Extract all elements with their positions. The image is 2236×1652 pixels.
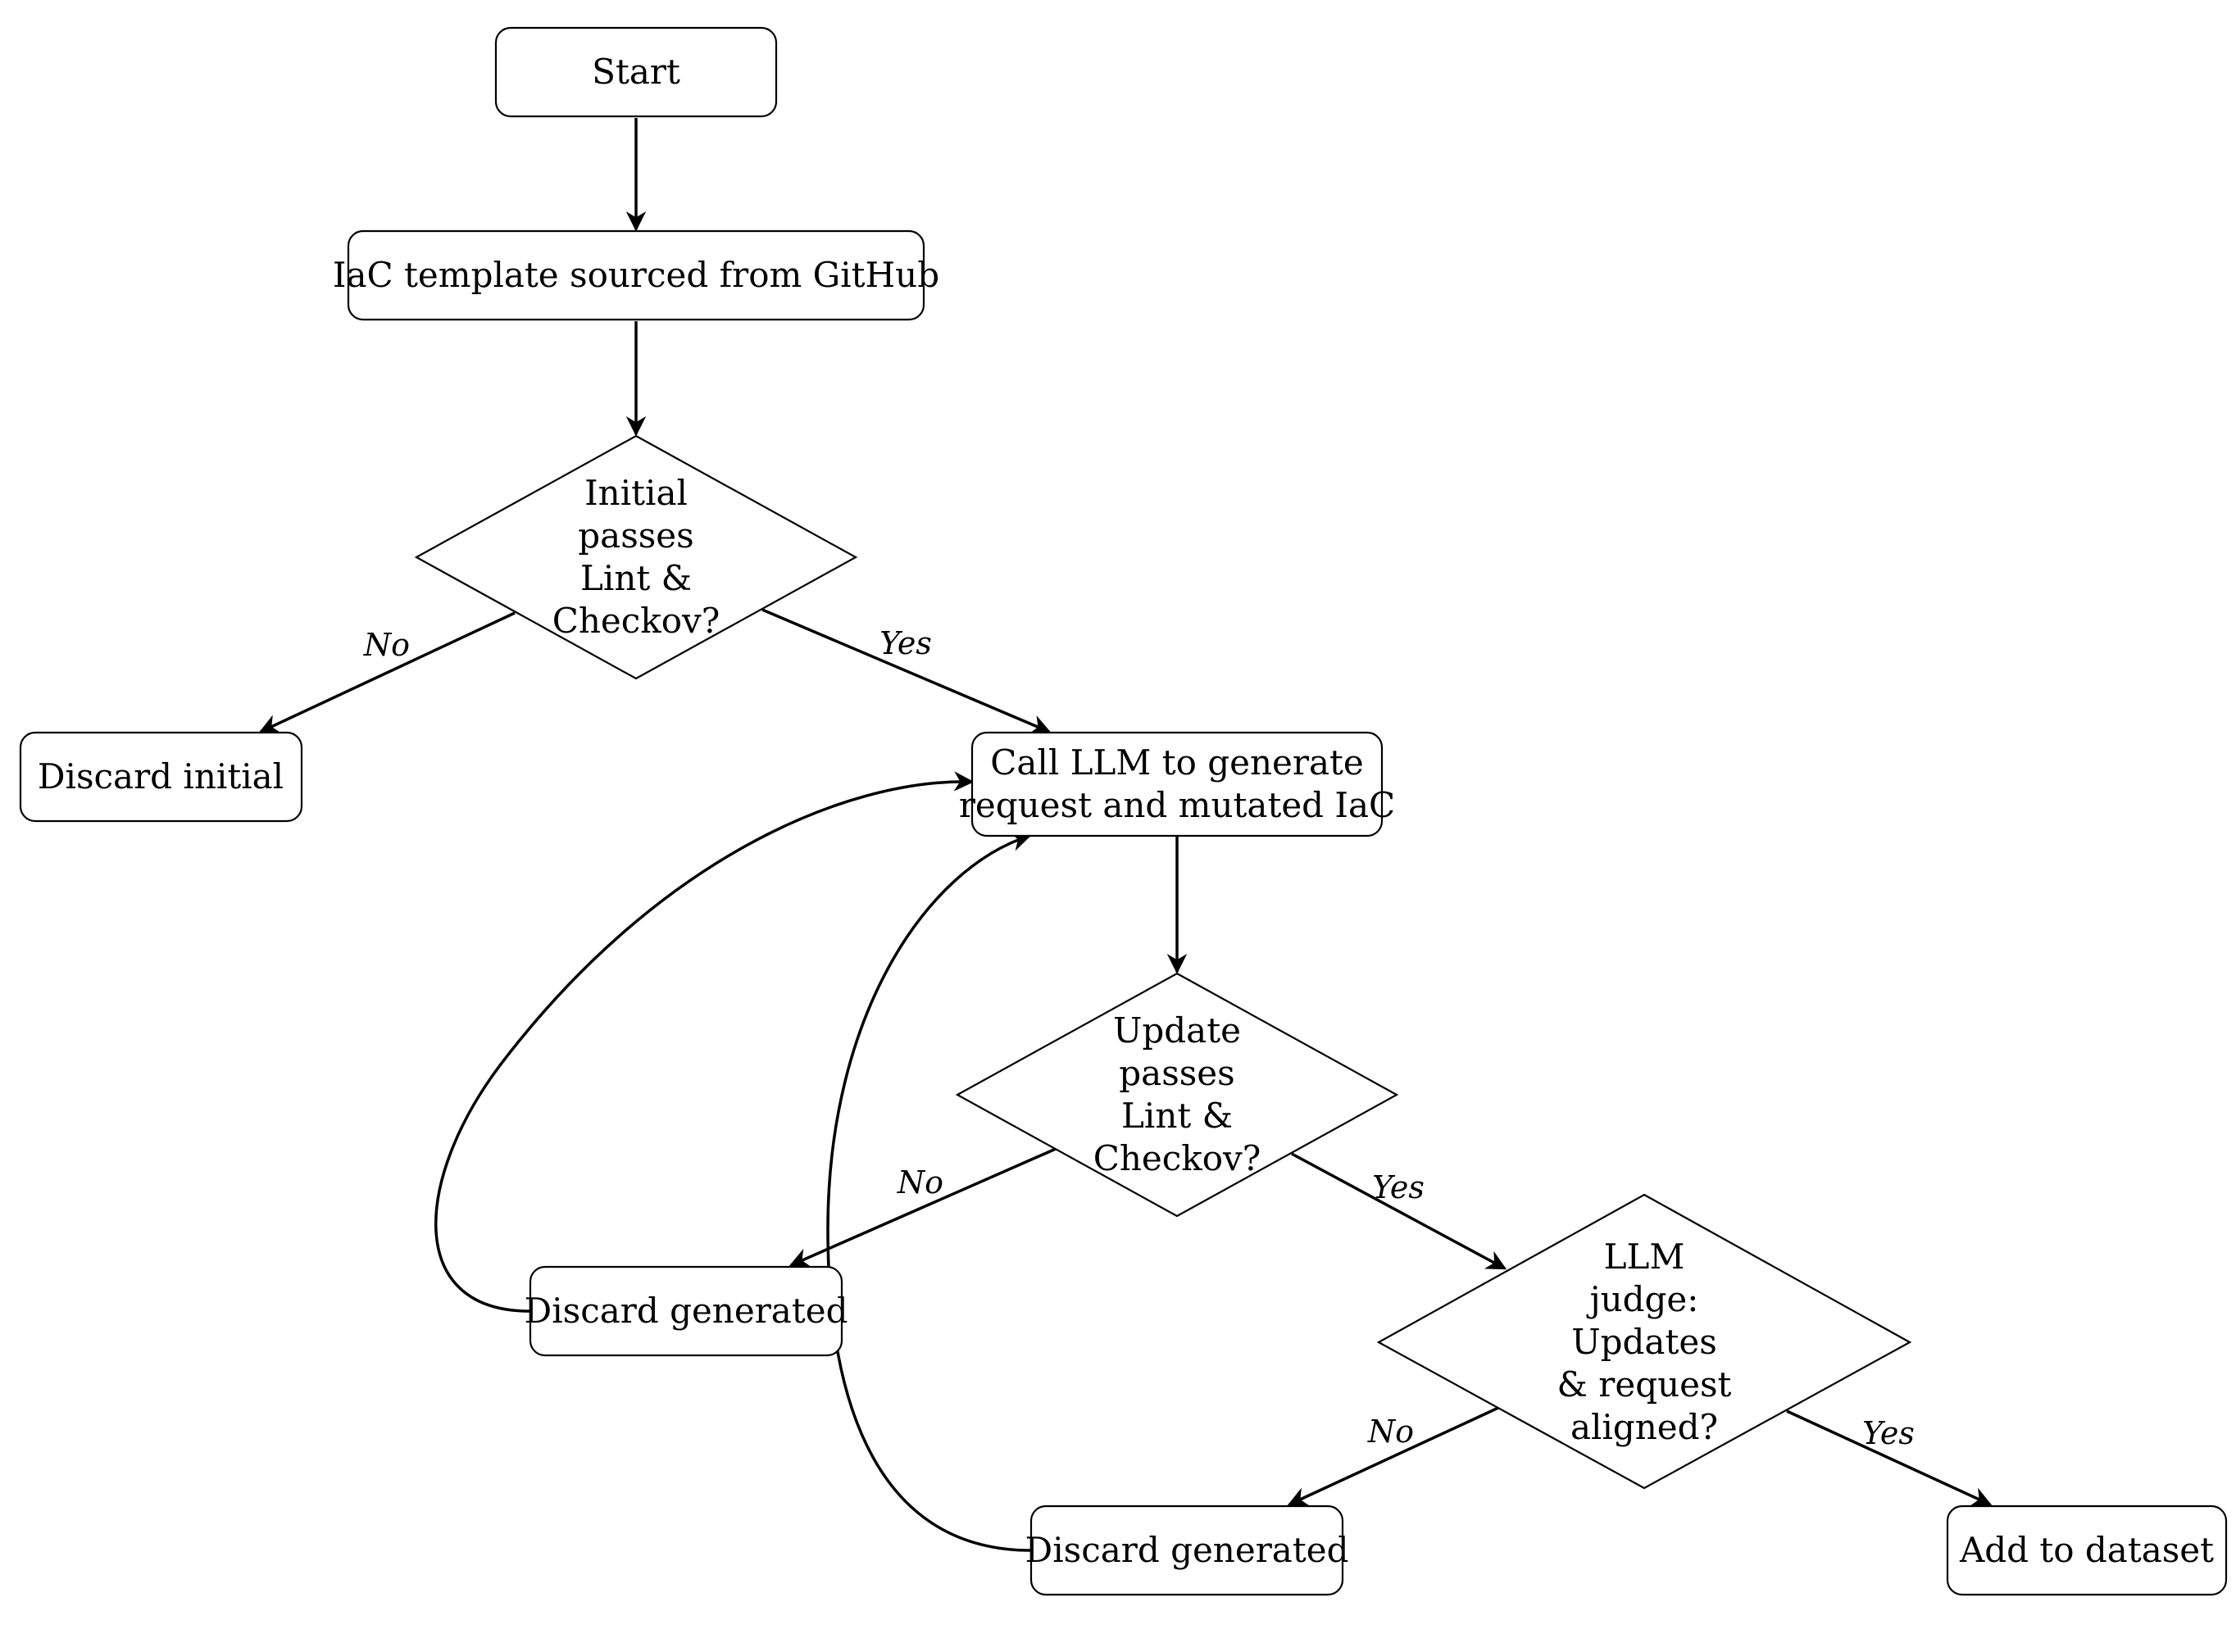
node-text-line: Discard generated <box>525 1291 848 1331</box>
node-text-line: Lint & <box>580 558 692 598</box>
node-text-line: Discard generated <box>1025 1530 1349 1570</box>
node-text-line: passes <box>1119 1053 1234 1093</box>
node-text-line: judge: <box>1586 1279 1699 1319</box>
node-text-line: LLM <box>1604 1237 1685 1277</box>
node-text-line: Add to dataset <box>1959 1530 2214 1570</box>
node-add-dataset: Add to dataset <box>1946 1504 2228 1596</box>
node-text-line: Start <box>592 52 680 92</box>
node-text-line: Initial <box>584 473 688 513</box>
edge-update-yes <box>1291 1152 1507 1270</box>
edge-initial-no <box>258 611 516 733</box>
edge-label-initial-no: No <box>363 627 410 663</box>
node-text: Discard generated <box>1025 1530 1349 1570</box>
node-discard-initial: Discard initial <box>19 731 303 823</box>
node-text-line: Discard initial <box>38 756 284 796</box>
node-text-line: Lint & <box>1121 1096 1233 1136</box>
edge-labels: No Yes No Yes No Yes <box>363 625 1915 1451</box>
node-text-line: & request <box>1557 1364 1732 1405</box>
edge-label-initial-yes: Yes <box>879 625 932 661</box>
edge-label-update-no: No <box>897 1164 943 1200</box>
edge-update-no <box>789 1147 1057 1268</box>
node-text-line: Checkov? <box>552 601 720 641</box>
edge-judge-no <box>1287 1406 1499 1506</box>
node-discard-generated-2: Discard generated <box>1025 1504 1349 1596</box>
node-text-line: Updates <box>1571 1322 1717 1362</box>
edges <box>258 118 1993 1552</box>
node-start: Start <box>494 26 778 118</box>
edge-label-update-yes: Yes <box>1372 1169 1425 1205</box>
node-text-line: request and mutated IaC <box>959 785 1395 825</box>
edge-loop-discard-generated-2-to-call-llm <box>826 832 1032 1552</box>
node-text-line: passes <box>578 515 693 556</box>
edge-judge-yes <box>1786 1409 1993 1506</box>
node-discard-generated-1: Discard generated <box>525 1265 848 1357</box>
edge-label-judge-yes: Yes <box>1862 1415 1915 1451</box>
node-text: IaC template sourced from GitHub <box>333 255 939 295</box>
node-text-line: IaC template sourced from GitHub <box>333 255 939 295</box>
node-template: IaC template sourced from GitHub <box>333 229 939 321</box>
node-text-line: aligned? <box>1570 1407 1718 1447</box>
node-text: Discard initial <box>38 756 284 796</box>
node-text-line: Update <box>1113 1010 1241 1051</box>
node-text: Start <box>592 52 680 92</box>
edge-loop-discard-generated-1-to-call-llm <box>434 771 975 1313</box>
node-text-line: Checkov? <box>1093 1138 1261 1178</box>
node-text: Add to dataset <box>1959 1530 2214 1570</box>
edge-initial-yes <box>761 608 1052 734</box>
node-text: Discard generated <box>525 1291 848 1331</box>
node-text-line: Call LLM to generate <box>990 742 1364 783</box>
edge-label-judge-no: No <box>1367 1414 1414 1450</box>
nodes: Start IaC template sourced from GitHub I… <box>19 26 2228 1596</box>
